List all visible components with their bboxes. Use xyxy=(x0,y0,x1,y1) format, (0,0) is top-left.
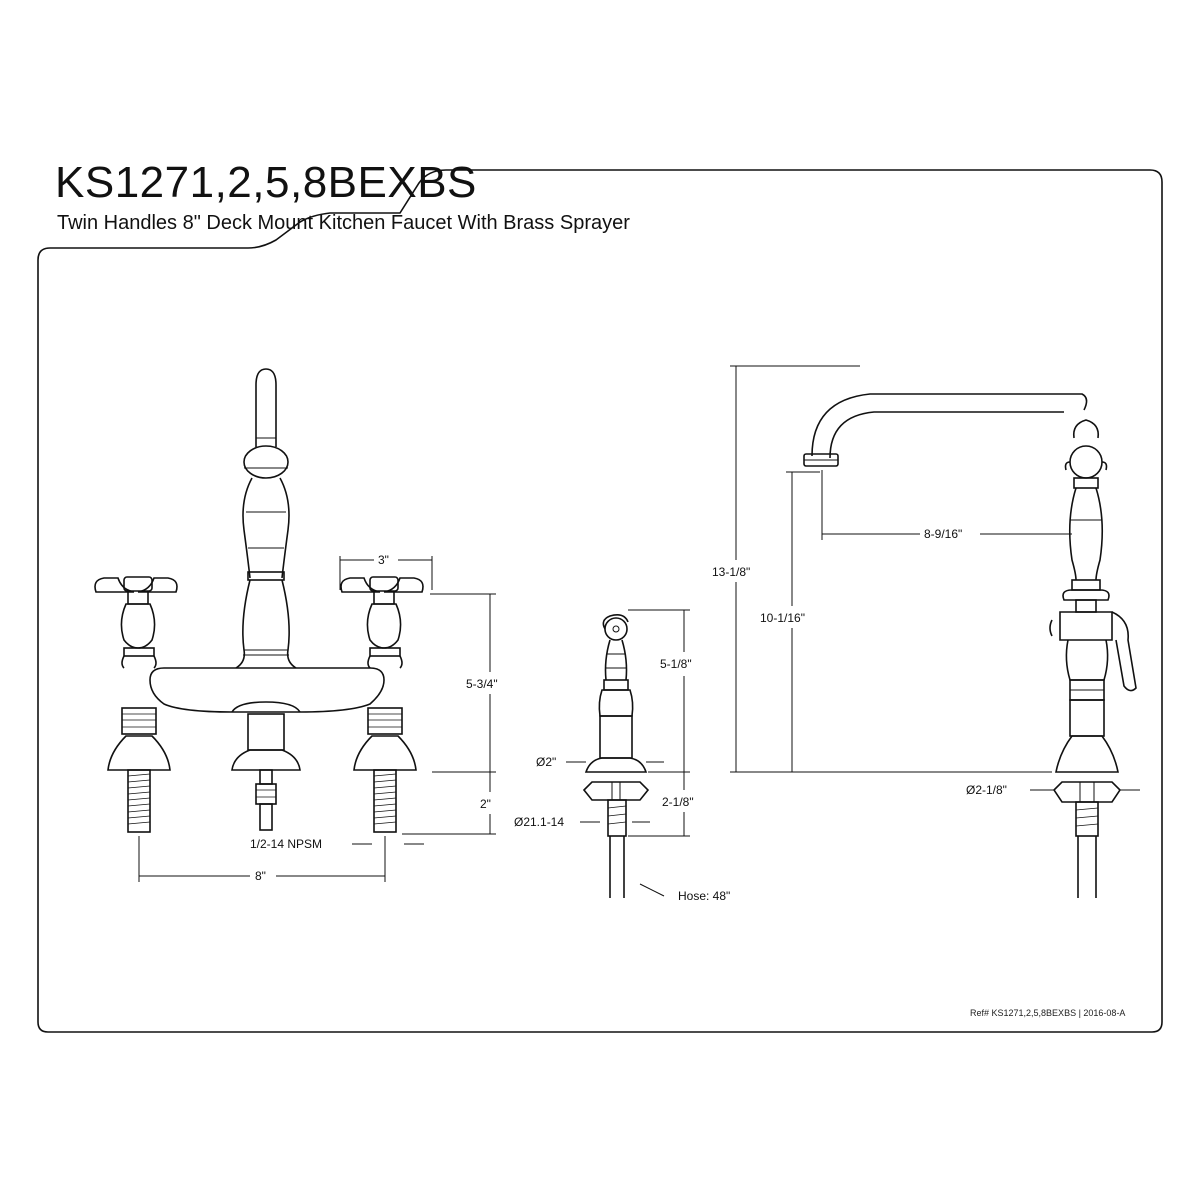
dim-deck-thread-length: 2" xyxy=(480,797,491,811)
dim-overall-height: 13-1/8" xyxy=(712,565,750,579)
dim-connection: 1/2-14 NPSM xyxy=(250,837,322,851)
side-view-faucet xyxy=(803,393,1137,898)
side-sprayer xyxy=(582,614,665,898)
dim-base-dia: Ø2-1/8" xyxy=(966,783,1007,797)
front-view-faucet xyxy=(94,368,424,833)
thread-hatch-right xyxy=(373,773,397,825)
dim-spout-reach: 8-9/16" xyxy=(924,527,962,541)
dim-handle-width: 3" xyxy=(378,553,389,567)
dim-sprayer-height: 5-1/8" xyxy=(660,657,692,671)
thread-hatch-left xyxy=(127,773,151,825)
product-subtitle: Twin Handles 8" Deck Mount Kitchen Fauce… xyxy=(57,212,630,234)
side-view-dimensions: 13-1/8" 10-1/16" 8-9/16" Ø2-1/8" xyxy=(712,365,1140,797)
dim-sprayer-thread-len: 2-1/8" xyxy=(662,795,694,809)
dim-sprayer-thread: Ø21.1-14 xyxy=(514,815,564,829)
reference-footer: Ref# KS1271,2,5,8BEXBS | 2016-08-A xyxy=(970,1008,1126,1018)
dim-sprayer-base-dia: Ø2" xyxy=(536,755,556,769)
dim-faucet-height: 5-3/4" xyxy=(466,677,498,691)
front-view-dimensions: 3" 5-3/4" 2" 1/2-14 NPSM 8" xyxy=(138,553,498,883)
dim-spread: 8" xyxy=(255,869,266,883)
sprayer-dimensions: 5-1/8" Ø2" 2-1/8" Ø21.1-14 Hose: 48" xyxy=(514,609,730,903)
dim-hose: Hose: 48" xyxy=(678,889,730,903)
product-title: KS1271,2,5,8BEXBS xyxy=(55,158,477,207)
sheet-border xyxy=(37,169,1163,1033)
dim-spout-height: 10-1/16" xyxy=(760,611,805,625)
